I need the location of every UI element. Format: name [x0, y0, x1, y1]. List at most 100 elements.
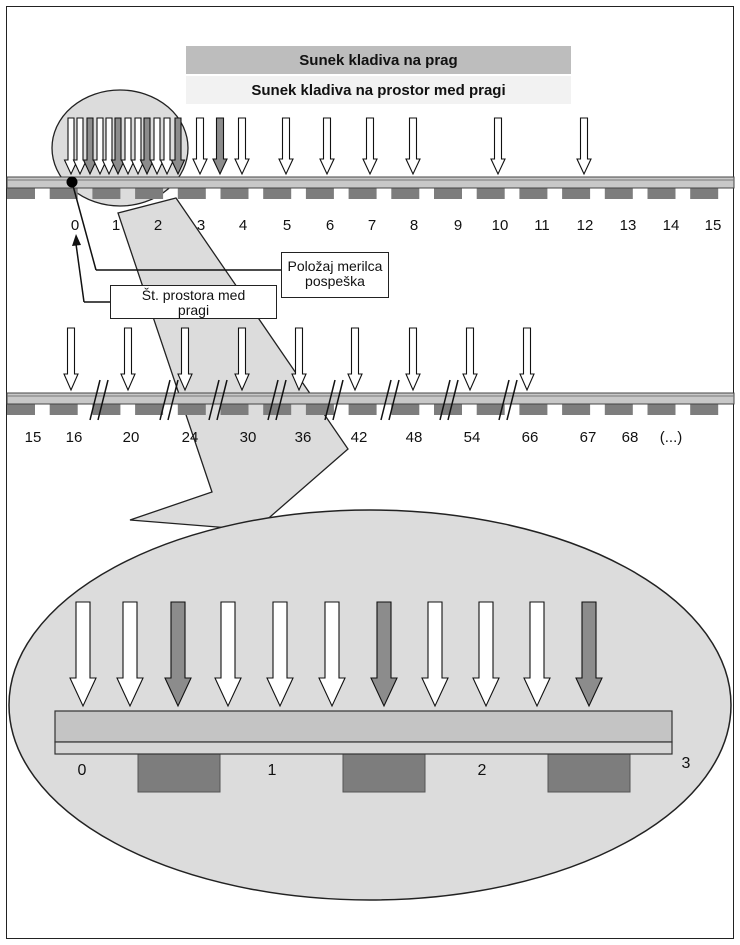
detail-impulse-arrow [69, 601, 97, 708]
track-top-label: 4 [239, 217, 247, 234]
callout-gap-line1: Št. prostora med [141, 287, 246, 303]
track-bottom-label: 30 [240, 429, 257, 446]
track-top-label: 6 [326, 217, 334, 234]
break-mark [267, 379, 279, 421]
accelerometer-marker [66, 176, 78, 188]
track-top-sleeper [135, 188, 164, 199]
break-mark [216, 379, 228, 421]
track-bottom-sleeper [562, 404, 591, 415]
track-top-sleeper [562, 188, 591, 199]
track-bottom-sleeper [391, 404, 420, 415]
track-top-sleeper [519, 188, 548, 199]
track-bottom-sleeper [7, 404, 35, 415]
track-bottom-label: 48 [406, 429, 423, 446]
impulse-arrow [462, 327, 478, 392]
track-top-label: 3 [197, 217, 205, 234]
track-bottom-sleeper [305, 404, 334, 415]
impulse-arrow [519, 327, 535, 392]
detail-impulse-arrow [472, 601, 500, 708]
track-bottom-label: 67 [580, 429, 597, 446]
track-bottom-sleeper [220, 404, 249, 415]
detail-impulse-arrow [214, 601, 242, 708]
detail-impulse-arrow [523, 601, 551, 708]
callout-sensor-line1: Položaj merilca [287, 258, 383, 274]
track-top-sleeper [263, 188, 292, 199]
break-mark [380, 379, 392, 421]
track-top-sleeper [177, 188, 206, 199]
impulse-arrow [234, 327, 250, 392]
callout-gap-number: Št. prostora med pragi [110, 285, 277, 319]
detail-label: 0 [78, 762, 87, 779]
track-top-label: 14 [663, 217, 680, 234]
break-mark [447, 379, 459, 421]
detail-impulse-arrow [318, 601, 346, 708]
detail-label: 1 [268, 762, 277, 779]
impulse-arrow [234, 117, 250, 176]
track-bottom-label: 15 [25, 429, 42, 446]
track-bottom-sleeper [690, 404, 719, 415]
zoom-ellipse-large [8, 509, 732, 901]
track-top-rail [6, 176, 735, 189]
track-bottom-sleeper [263, 404, 292, 415]
track-top-label: 9 [454, 217, 462, 234]
break-mark [97, 379, 109, 421]
impulse-arrow [576, 117, 592, 176]
magnifier-funnel [117, 197, 349, 531]
break-mark [89, 379, 101, 421]
break-mark [332, 379, 344, 421]
track-bottom-sleeper [92, 404, 121, 415]
impulse-arrow [278, 117, 294, 176]
impulse-arrow [177, 327, 193, 392]
track-bottom-sleeper [476, 404, 505, 415]
track-bottom-sleeper [519, 404, 548, 415]
break-mark [324, 379, 336, 421]
callout-sensor-position: Položaj merilca pospeška [281, 252, 389, 298]
gap-leader-line-v [75, 243, 85, 303]
track-top-sleeper [647, 188, 676, 199]
detail-impulse-arrow [421, 601, 449, 708]
impulse-arrow [405, 117, 421, 176]
impulse-arrow [192, 117, 208, 176]
impulse-arrow [490, 117, 506, 176]
callout-gap-line2: pragi [177, 302, 210, 318]
callout-sensor-line2: pospeška [305, 273, 365, 289]
track-top-label: 12 [577, 217, 594, 234]
track-top-sleeper [690, 188, 719, 199]
track-bottom-label: (...) [660, 429, 683, 446]
track-top-sleeper [49, 188, 78, 199]
impulse-arrow [319, 117, 335, 176]
break-mark [275, 379, 287, 421]
track-bottom-label: 66 [522, 429, 539, 446]
impulse-arrow [362, 117, 378, 176]
track-top-label: 13 [620, 217, 637, 234]
impulse-arrow [212, 117, 228, 176]
track-top-sleeper [7, 188, 35, 199]
impulse-arrow [405, 327, 421, 392]
detail-rail-foot [54, 741, 673, 755]
detail-sleeper [137, 753, 221, 793]
impulse-arrow [170, 117, 186, 176]
detail-label: 3 [682, 755, 691, 772]
track-top-sleeper [391, 188, 420, 199]
track-bottom-label: 16 [66, 429, 83, 446]
detail-rail-head [54, 710, 673, 743]
detail-sleeper [342, 753, 426, 793]
track-bottom-sleeper [348, 404, 377, 415]
detail-sleeper [547, 753, 631, 793]
impulse-arrow [63, 327, 79, 392]
gap-leader-arrowhead [72, 234, 81, 246]
track-top-label: 2 [154, 217, 162, 234]
track-bottom-sleeper [647, 404, 676, 415]
track-bottom-sleeper [177, 404, 206, 415]
track-top-sleeper [434, 188, 462, 199]
track-top-label: 1 [112, 217, 120, 234]
track-top-label: 15 [705, 217, 722, 234]
detail-track: 0 1 2 3 [54, 601, 691, 793]
track-top-sleeper [220, 188, 249, 199]
sensor-leader-line [71, 181, 97, 271]
detail-label: 2 [478, 762, 487, 779]
track-bottom-label: 24 [182, 429, 199, 446]
track-top-label: 8 [410, 217, 418, 234]
break-mark [208, 379, 220, 421]
